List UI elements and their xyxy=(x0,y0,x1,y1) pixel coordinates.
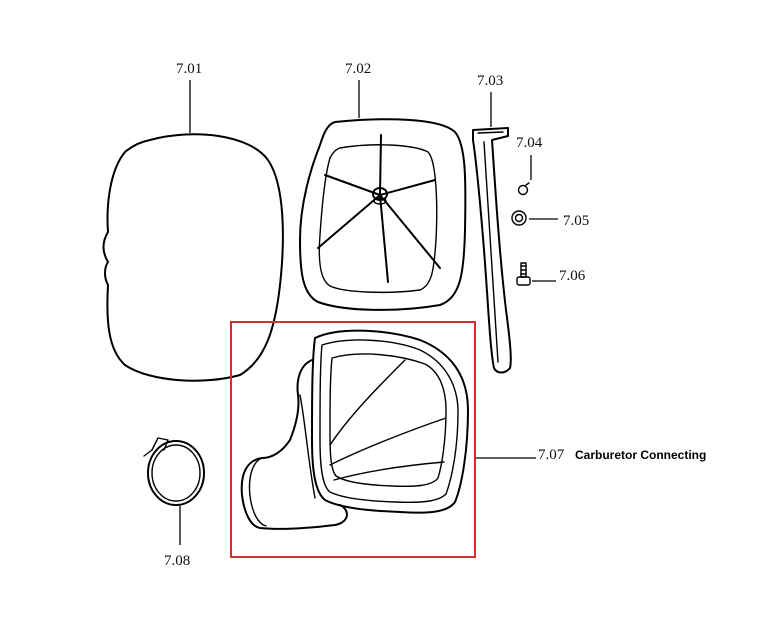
label-7-02[interactable]: 7.02 xyxy=(345,61,371,77)
part-7-01-air-filter-foam[interactable] xyxy=(102,133,284,382)
label-7-04[interactable]: 7.04 xyxy=(516,135,543,151)
part-7-03-filter-bolt[interactable] xyxy=(472,127,512,374)
part-7-05-washer[interactable] xyxy=(511,210,527,226)
part-7-08-hose-clamp[interactable] xyxy=(143,437,205,506)
label-7-06[interactable]: 7.06 xyxy=(559,268,586,284)
part-7-02-filter-cage[interactable] xyxy=(299,118,467,311)
label-7-07-name[interactable]: Carburetor Connecting xyxy=(575,448,706,462)
label-7-07[interactable]: 7.07 xyxy=(538,447,565,463)
label-7-01[interactable]: 7.01 xyxy=(176,61,202,77)
label-7-05[interactable]: 7.05 xyxy=(563,213,589,229)
part-7-06-screw[interactable] xyxy=(516,262,531,286)
label-7-08[interactable]: 7.08 xyxy=(164,553,190,569)
part-7-07-carburetor-connecting-boot[interactable] xyxy=(240,329,469,530)
label-7-03[interactable]: 7.03 xyxy=(477,73,503,89)
part-7-04-clip[interactable] xyxy=(517,182,530,196)
highlight-box-7-07 xyxy=(230,321,476,558)
